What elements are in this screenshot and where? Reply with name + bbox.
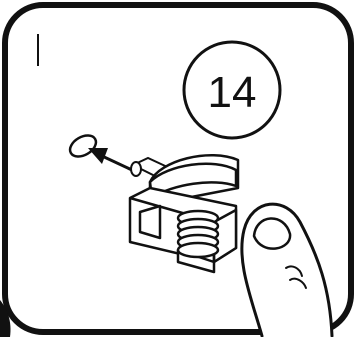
step-number: 14	[208, 68, 257, 117]
spring-coil-icon	[178, 211, 218, 257]
step-badge: 14	[184, 42, 280, 138]
